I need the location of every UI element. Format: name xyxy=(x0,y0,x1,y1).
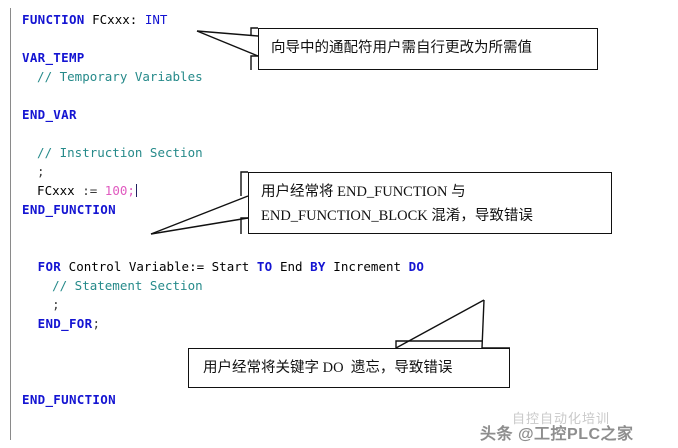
code-token-kw: END_FUNCTION xyxy=(22,392,116,407)
line-blank-5[interactable] xyxy=(22,238,492,257)
line-blank-3[interactable] xyxy=(22,124,492,143)
code-token-kw: FOR xyxy=(22,259,62,274)
code-token-kw: END_FUNCTION xyxy=(22,202,116,217)
callout-endfunction-line-2: END_FUNCTION_BLOCK 混淆，导致错误 xyxy=(261,208,533,224)
watermark-primary-text: 头条 @工控PLC之家 xyxy=(480,426,634,443)
line-end-for[interactable]: END_FOR; xyxy=(22,314,492,333)
left-margin-rule xyxy=(10,8,11,440)
code-token-kw: BY xyxy=(310,259,326,274)
code-token-kw: END_FOR xyxy=(22,316,93,331)
code-token-typ: INT xyxy=(144,12,168,27)
code-token-op: ; xyxy=(92,316,100,331)
text-cursor xyxy=(135,184,137,197)
code-token-op: := xyxy=(82,183,105,198)
code-token-cmt: // Temporary Variables xyxy=(22,69,203,84)
line-function-header[interactable]: FUNCTION FCxxx: INT xyxy=(22,10,492,29)
line-comment-instruction[interactable]: // Instruction Section xyxy=(22,143,492,162)
code-token-kw: FUNCTION xyxy=(22,12,85,27)
code-token-cmt: // Instruction Section xyxy=(22,145,203,160)
line-blank-2[interactable] xyxy=(22,86,492,105)
code-token-kw: TO xyxy=(256,259,273,274)
line-end-var[interactable]: END_VAR xyxy=(22,105,492,124)
code-token-plain: Increment xyxy=(325,259,409,274)
code-token-kw: DO xyxy=(408,259,425,274)
line-semicolon-1[interactable]: ; xyxy=(22,162,492,181)
line-comment-temp[interactable]: // Temporary Variables xyxy=(22,67,492,86)
line-semicolon-2[interactable]: ; xyxy=(22,295,492,314)
code-token-kw: VAR_TEMP xyxy=(22,50,85,65)
callout-wildcard: 向导中的通配符用户需自行更改为所需值 xyxy=(258,28,598,70)
code-token-plain: FCxxx: xyxy=(84,12,145,27)
callout-wildcard-line-1: 向导中的通配符用户需自行更改为所需值 xyxy=(271,40,532,56)
line-for[interactable]: FOR Control Variable:= Start TO End BY I… xyxy=(22,257,492,276)
code-token-plain: FCxxx xyxy=(22,183,83,198)
code-token-cmt: // Statement Section xyxy=(22,278,203,293)
line-end-function-1[interactable]: END_FUNCTION xyxy=(22,200,492,219)
callout-do: 用户经常将关键字 DO 遗忘，导致错误 xyxy=(188,348,510,388)
code-token-plain: End xyxy=(272,259,311,274)
watermark-secondary-text: 自控自动化培训 xyxy=(512,411,611,426)
code-token-kw: END_VAR xyxy=(22,107,77,122)
callout-endfunction: 用户经常将 END_FUNCTION 与 END_FUNCTION_BLOCK … xyxy=(248,172,612,234)
code-listing[interactable]: FUNCTION FCxxx: INT VAR_TEMP // Temporary… xyxy=(22,10,492,409)
line-comment-statement[interactable]: // Statement Section xyxy=(22,276,492,295)
line-var-temp[interactable]: VAR_TEMP xyxy=(22,48,492,67)
code-token-plain: Control Variable:= Start xyxy=(61,259,257,274)
callout-do-line-1: 用户经常将关键字 DO 遗忘，导致错误 xyxy=(203,360,453,376)
callout-endfunction-line-1: 用户经常将 END_FUNCTION 与 xyxy=(261,184,466,200)
line-end-function-2[interactable]: END_FUNCTION xyxy=(22,390,492,409)
line-assign[interactable]: FCxxx := 100; xyxy=(22,181,492,200)
watermark: 自控自动化培训 头条 @工控PLC之家 xyxy=(466,408,672,446)
code-token-op: ; xyxy=(22,297,60,312)
code-token-num: 100; xyxy=(104,183,135,198)
code-token-op: ; xyxy=(22,164,45,179)
